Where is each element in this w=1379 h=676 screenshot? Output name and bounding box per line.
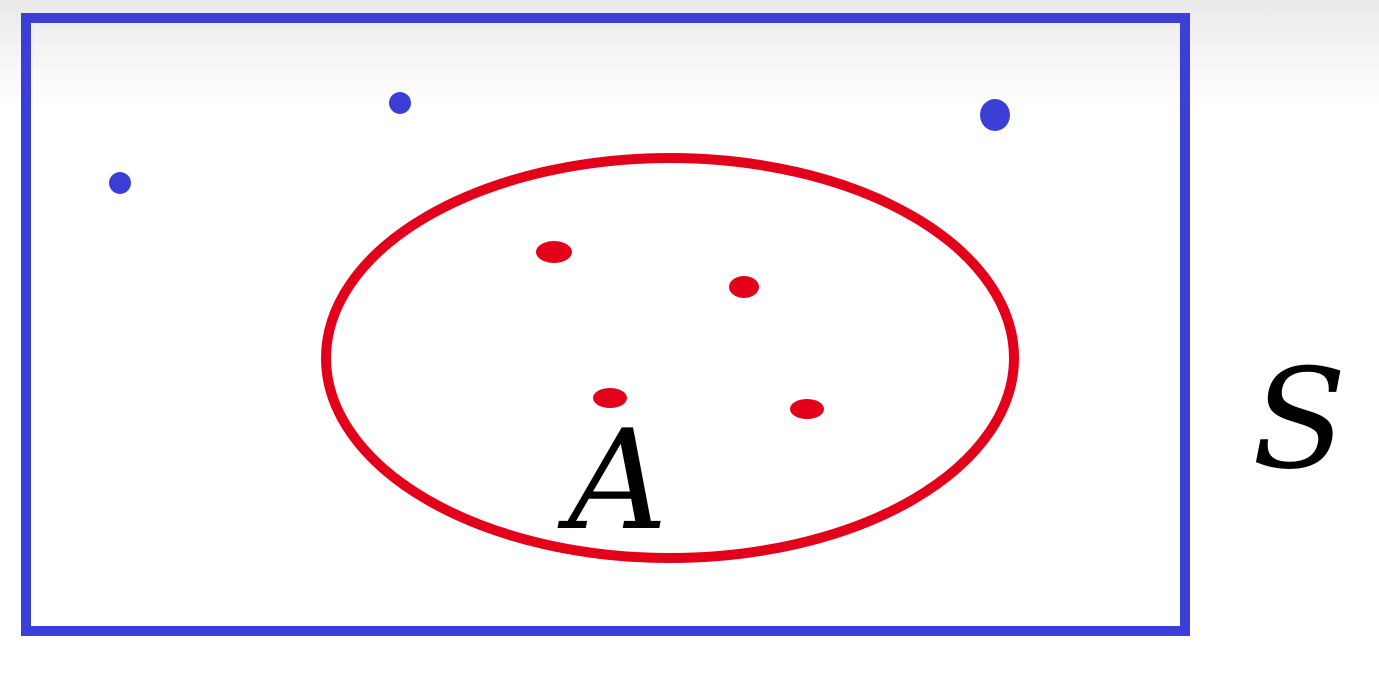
universal-set-s-rectangle: [21, 13, 1190, 636]
universal-set-label-s: S: [1252, 339, 1347, 500]
inside-point: [536, 241, 572, 263]
outside-point: [389, 92, 411, 114]
inside-points: [536, 241, 824, 419]
outside-point: [109, 172, 131, 194]
outside-points: [109, 92, 1010, 194]
inside-point: [790, 399, 824, 419]
inside-point: [593, 388, 627, 408]
outside-point: [980, 99, 1010, 131]
inside-point: [729, 276, 759, 298]
subset-label-a: A: [557, 400, 668, 561]
subset-a-ellipse: [321, 153, 1019, 563]
